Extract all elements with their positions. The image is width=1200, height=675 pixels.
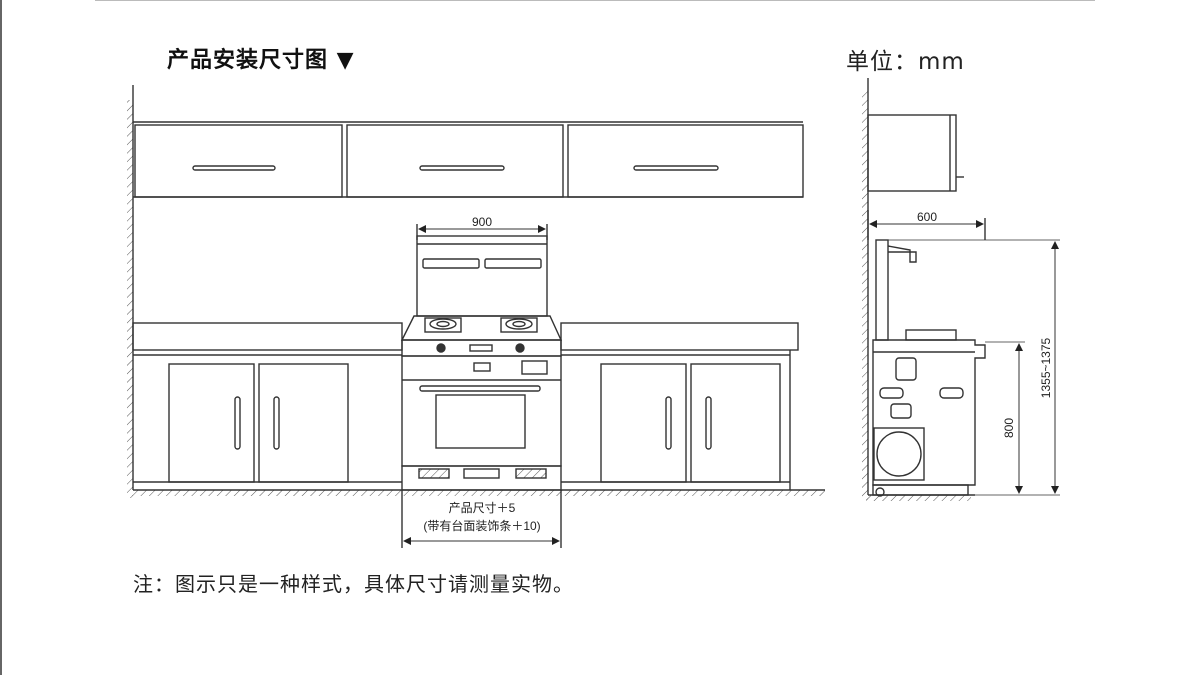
side-component-2 bbox=[879, 387, 904, 399]
label-opening-line1: 产品尺寸＋5 bbox=[449, 501, 516, 515]
label-opening-line2: (带有台面装饰条＋10) bbox=[423, 518, 540, 533]
oven-display bbox=[473, 362, 491, 372]
vent-slot-right bbox=[484, 258, 542, 269]
upper-handle-1 bbox=[192, 165, 276, 171]
side-base bbox=[872, 484, 969, 496]
floor-hatch bbox=[130, 490, 825, 496]
burner-right bbox=[500, 317, 538, 333]
label-depth-600: 600 bbox=[917, 210, 937, 224]
lower-cabinets bbox=[133, 350, 791, 490]
lower-door-3 bbox=[600, 363, 687, 483]
label-height-total: 1355~1375 bbox=[1039, 337, 1053, 398]
display-panel bbox=[469, 344, 493, 352]
side-upper-cabinet bbox=[867, 114, 957, 192]
oven-body bbox=[401, 355, 562, 467]
burner-left bbox=[424, 317, 462, 333]
oven-handle bbox=[419, 385, 541, 392]
side-view bbox=[862, 78, 1060, 501]
lower-door-1 bbox=[168, 363, 255, 483]
label-height-800: 800 bbox=[1002, 418, 1016, 438]
vent-slot-left bbox=[422, 258, 480, 269]
page-top-rule bbox=[95, 0, 1095, 1]
side-component-1 bbox=[895, 357, 917, 381]
plinth-handle bbox=[463, 468, 500, 479]
side-fan bbox=[876, 431, 922, 477]
dim-opening bbox=[401, 490, 562, 548]
oven-window bbox=[435, 394, 526, 449]
side-floor-hatch bbox=[866, 495, 971, 501]
side-burner bbox=[905, 329, 957, 341]
upper-handle-2 bbox=[419, 165, 505, 171]
plinth-vent-left bbox=[418, 468, 450, 479]
lower-door-4 bbox=[690, 363, 781, 483]
upper-cabinet-3 bbox=[567, 124, 804, 198]
upper-handle-3 bbox=[633, 165, 719, 171]
left-wall-hatch bbox=[127, 100, 133, 498]
knob-right bbox=[515, 343, 525, 353]
unit-label: 单位：mm bbox=[846, 49, 965, 75]
dim-width-900 bbox=[416, 224, 548, 240]
countertop bbox=[132, 322, 799, 356]
lower-door-2 bbox=[258, 363, 349, 483]
side-wall-hatch bbox=[862, 90, 868, 500]
control-panel bbox=[401, 339, 562, 357]
stove-side-profile bbox=[872, 239, 986, 497]
front-view bbox=[127, 85, 825, 548]
stove-plinth bbox=[401, 465, 562, 491]
side-component-4 bbox=[890, 403, 912, 419]
side-fan-box bbox=[873, 427, 925, 481]
side-body bbox=[872, 339, 986, 486]
upper-cabinet-2 bbox=[346, 124, 564, 198]
side-backsplash bbox=[875, 239, 889, 341]
upper-cabinets bbox=[133, 121, 804, 198]
stove-backsplash bbox=[416, 235, 548, 317]
page-left-border bbox=[0, 0, 2, 675]
plinth-vent-right bbox=[515, 468, 547, 479]
footer-note: 注：图示只是一种样式，具体尺寸请测量实物。 bbox=[133, 572, 574, 596]
integrated-stove-front bbox=[400, 235, 563, 491]
diagram-title: 产品安装尺寸图 ▼ bbox=[167, 48, 355, 73]
upper-cabinet-1 bbox=[134, 124, 343, 198]
side-component-3 bbox=[939, 387, 964, 399]
label-width-900: 900 bbox=[472, 215, 492, 229]
knob-left bbox=[436, 343, 446, 353]
oven-display-right bbox=[521, 360, 548, 375]
